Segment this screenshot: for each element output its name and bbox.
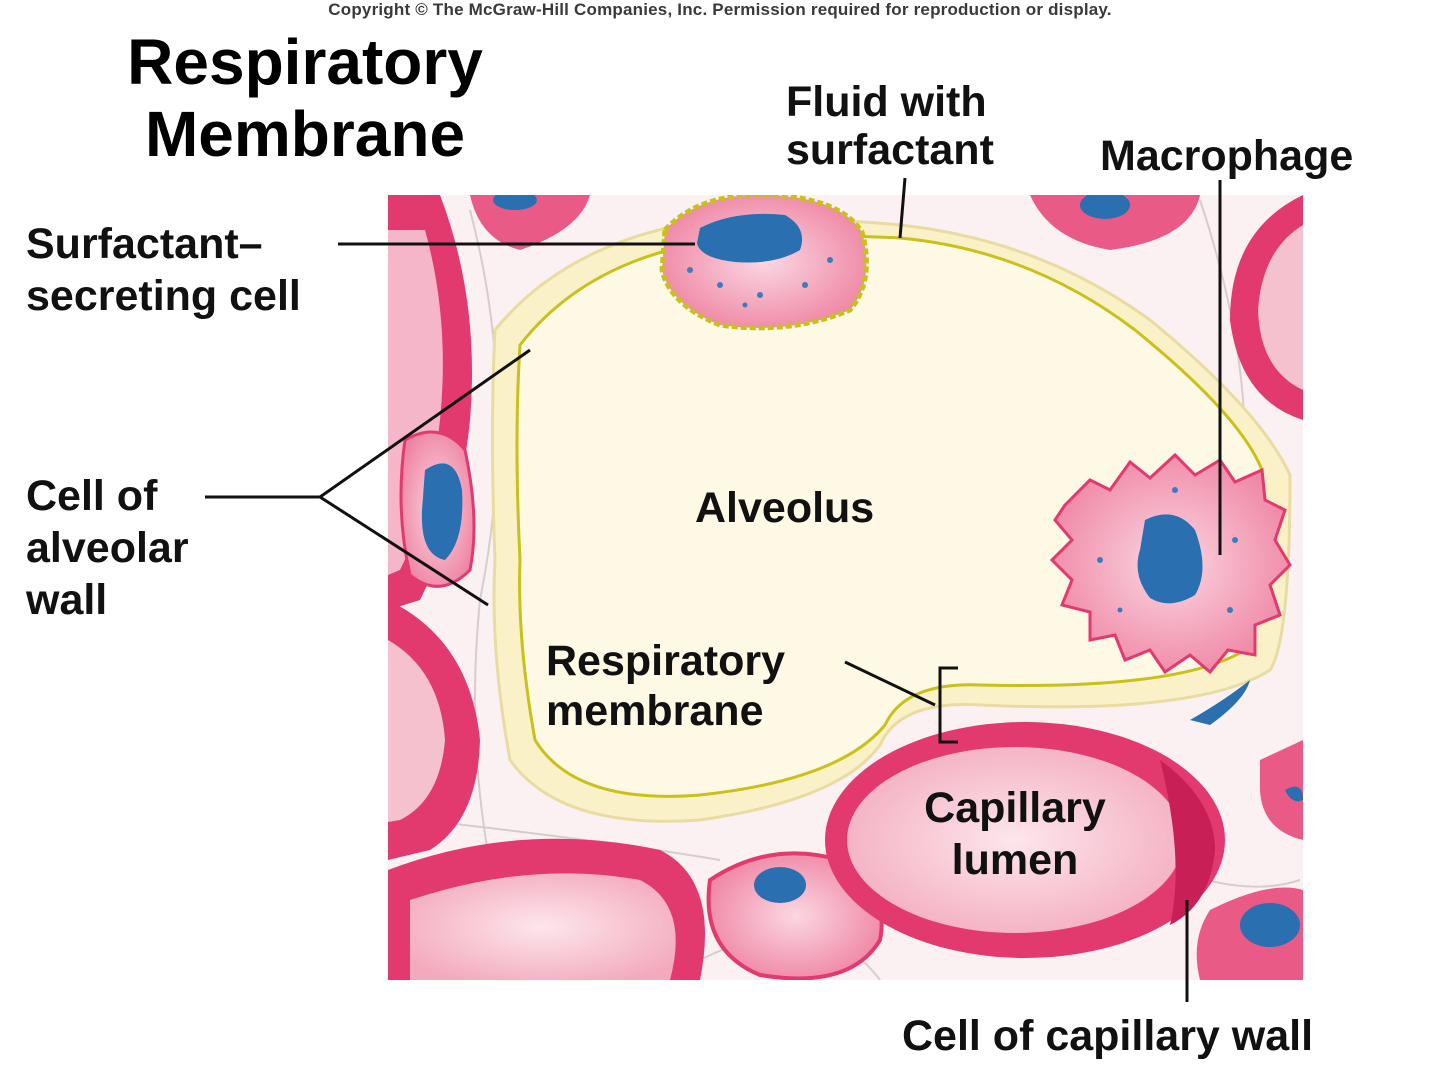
leader-lines bbox=[205, 177, 1222, 1002]
alveolus-space bbox=[515, 234, 1264, 798]
label-respiratory-membrane: Respiratory membrane bbox=[546, 637, 785, 735]
label-cell-of-capillary-wall: Cell of capillary wall bbox=[902, 1012, 1314, 1060]
copyright-notice: Copyright © The McGraw-Hill Companies, I… bbox=[328, 0, 1112, 19]
leader-fluid-surfactant bbox=[898, 177, 907, 239]
capillary-main-lumen bbox=[847, 747, 1183, 933]
capillary-wall-cell-bottom bbox=[706, 851, 884, 980]
label-fluid-with-surfactant: Fluid with surfactant bbox=[786, 78, 994, 174]
label-macrophage: Macrophage bbox=[1100, 132, 1354, 180]
tissue-panel bbox=[388, 195, 1303, 980]
label-capillary-lumen: Capillary lumen bbox=[924, 784, 1106, 884]
label-surfactant-secreting-cell: Surfactant– secreting cell bbox=[26, 220, 301, 320]
diagram-title: Respiratory Membrane bbox=[127, 26, 483, 170]
bracket-respiratory-membrane bbox=[938, 666, 958, 744]
macrophage-granules bbox=[1097, 487, 1238, 613]
label-alveolus: Alveolus bbox=[695, 484, 875, 532]
capillary-top-left bbox=[470, 195, 590, 250]
capillary-wall-cell-thick bbox=[1160, 760, 1215, 925]
capillary-top-right bbox=[1030, 195, 1200, 250]
label-cell-of-alveolar-wall: Cell of alveolar wall bbox=[26, 472, 189, 624]
leader-respiratory-membrane bbox=[844, 660, 936, 707]
cell-granules bbox=[687, 257, 833, 308]
